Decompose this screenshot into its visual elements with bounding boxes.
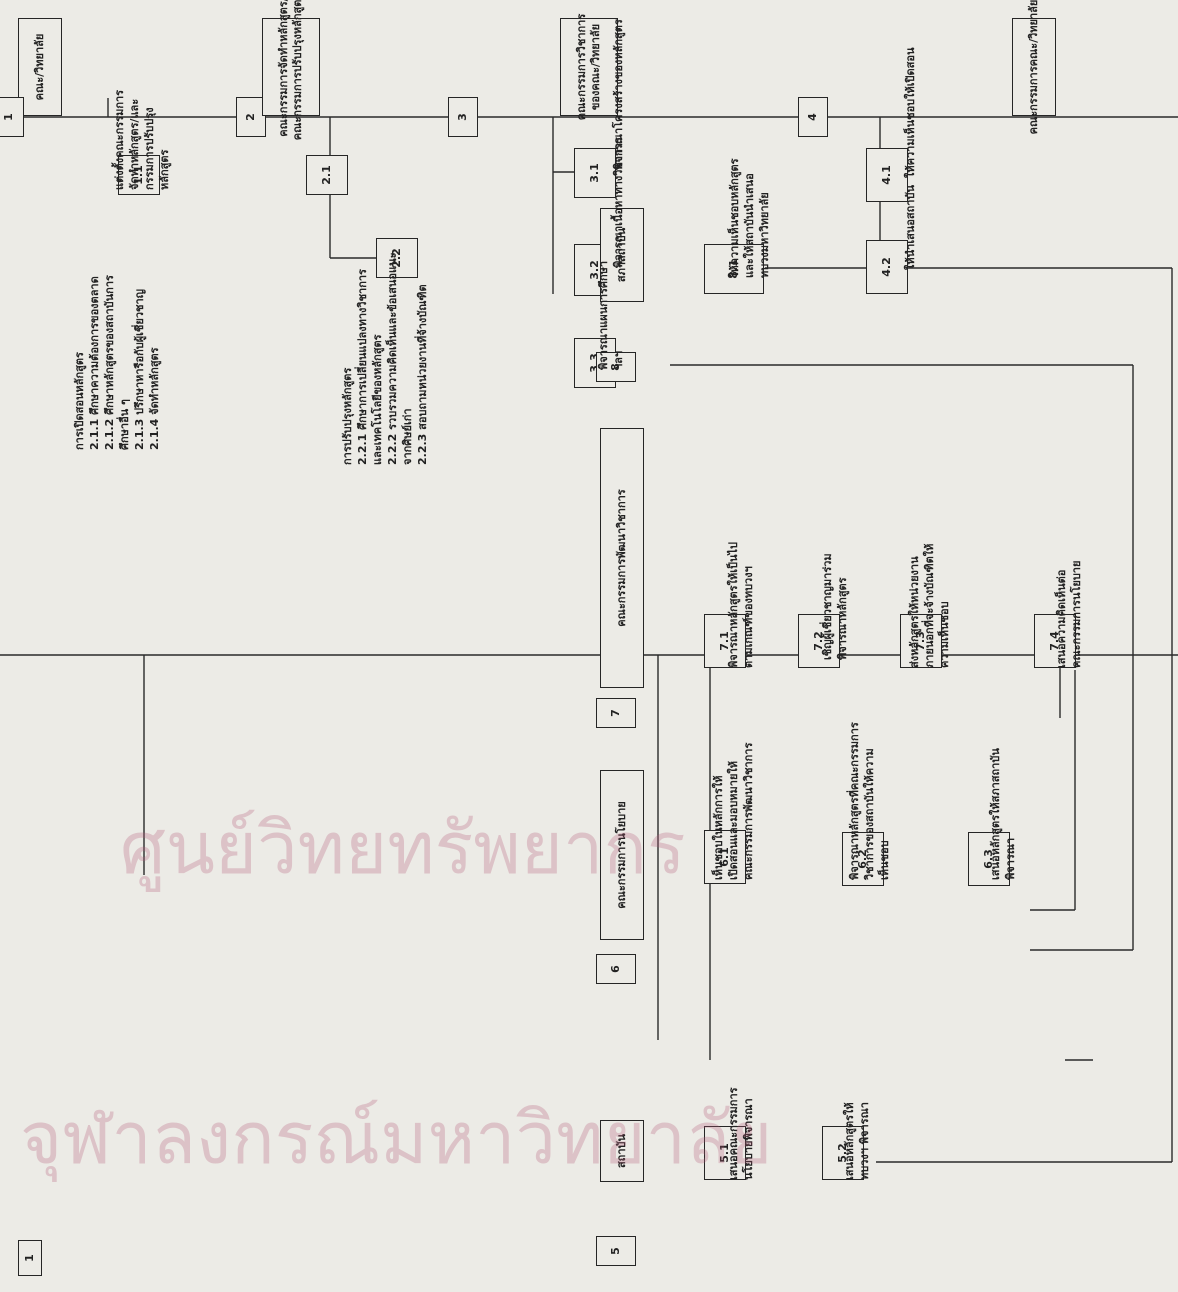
step-2-2: 2.2 [376,238,418,278]
step-5-2: 5.2 [822,1126,864,1180]
academic-dev-committee-box: คณะกรรมการพัฒนาวิชาการ [600,428,644,688]
n3-spine: 3 [448,97,478,137]
step-7-3: 7.3 [900,614,942,668]
step-5-1: 5.1 [704,1126,746,1180]
step-7-1: 7.1 [704,614,746,668]
policy-committee-box: คณะกรรมการนโยบาย [600,770,644,940]
step-6-3: 6.3 [968,832,1010,886]
watermark-line-2: จุฬาลงกรณ์มหาวิทยาลัย [20,1096,773,1180]
node-1-label: 1 [18,1240,42,1276]
n8-box: 8 [596,352,636,382]
n6-box: 6 [596,954,636,984]
n7-box: 7 [596,698,636,728]
faculty-committee-box: คณะกรรมการคณะ/วิทยาลัย [1012,0,1056,134]
step-4-2: 4.2 [866,240,908,294]
step-6-2: 6.2 [842,832,884,886]
top-box-faculty: คณะ/วิทยาลัย [18,18,62,116]
step-7-4: 7.4 [1034,614,1076,668]
step-6-1: 6.1 [704,830,746,884]
institute-box: สถาบัน [600,1120,644,1182]
n4-spine: 4 [798,97,828,137]
step-4-1: 4.1 [866,148,908,202]
n1-spine: 1 [0,97,24,137]
committee-curriculum-box: คณะกรรมการจัดทำหลักสูตร/คณะกรรมการปรับปร… [262,0,320,140]
step-2-1: 2.1 [306,155,348,195]
institute-council-box: สภาสถาบัน [600,208,644,302]
step-8-1: 8.1 [704,244,764,294]
watermark-line-1: ศูนย์วิทยทรัพยากร [120,806,686,890]
step-7-2: 7.2 [798,614,840,668]
step-3-1: 3.1 [574,148,616,198]
n5-box: 5 [596,1236,636,1266]
academic-committee-faculty-box: คณะกรรมการวิชาการของคณะ/วิทยาลัย [560,14,618,120]
step-1-1: 1.1 [118,155,160,195]
n2-spine: 2 [236,97,266,137]
